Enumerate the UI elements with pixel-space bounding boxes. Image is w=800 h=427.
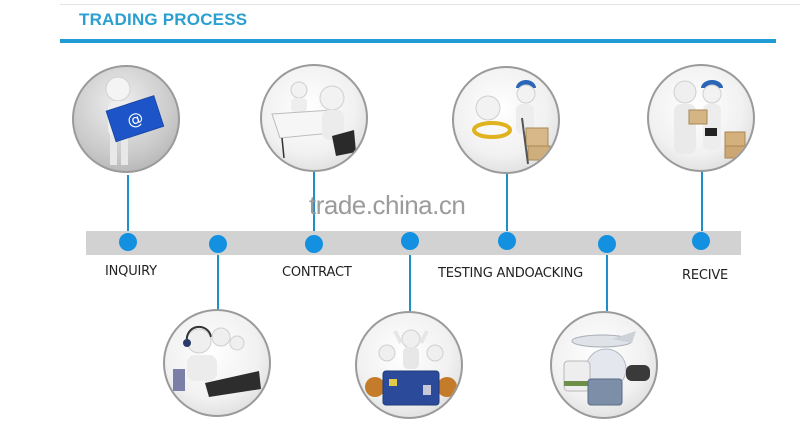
- step-4-connector: [409, 245, 411, 311]
- step-2-dot: [209, 235, 227, 253]
- step-3-illustration: [260, 64, 368, 172]
- step-2-connector: [217, 245, 219, 311]
- airplane-ship-train-globe-shipping-icon: [563, 331, 650, 406]
- step-6-dot: [598, 235, 616, 253]
- watermark: trade.china.cn: [309, 190, 466, 220]
- step-3-label: CONTRACT: [282, 265, 352, 280]
- step-4-illustration: [355, 311, 463, 419]
- step-2-illustration: [163, 309, 271, 417]
- step-4-dot: [401, 232, 419, 250]
- step-6-illustration: [550, 311, 658, 419]
- step-7-dot: [692, 232, 710, 250]
- celebrating-figures-credit-card-payment-icon: [365, 329, 457, 406]
- step-7-label: RECIVE: [682, 268, 729, 283]
- title-underline: [60, 39, 776, 43]
- step-1-connector: [127, 175, 129, 233]
- figure-holding-email-envelope-icon: @: [105, 76, 165, 165]
- step-5-label: TESTING ANDOACKING: [438, 266, 584, 281]
- meeting-at-desk-signing-icon: [271, 81, 356, 159]
- step-3-dot: [305, 235, 323, 253]
- top-divider: [60, 4, 800, 5]
- step-5-connector: [506, 172, 508, 232]
- courier-delivering-package-icon: [673, 80, 746, 159]
- step-1-dot: [119, 233, 137, 251]
- step-7-illustration: [647, 64, 755, 172]
- step-5-dot: [498, 232, 516, 250]
- step-5-illustration: [452, 66, 560, 174]
- step-1-illustration: @: [72, 65, 180, 173]
- step-3-connector: [313, 168, 315, 232]
- page-title: TRADING PROCESS: [79, 10, 248, 29]
- step-7-connector: [701, 170, 703, 232]
- svg-text:@: @: [125, 108, 146, 131]
- customer-service-headset-operators-icon: [173, 325, 261, 397]
- worker-hand-truck-boxes-icon: [472, 80, 551, 165]
- step-6-connector: [606, 245, 608, 311]
- step-1-label: INQUIRY: [105, 264, 157, 279]
